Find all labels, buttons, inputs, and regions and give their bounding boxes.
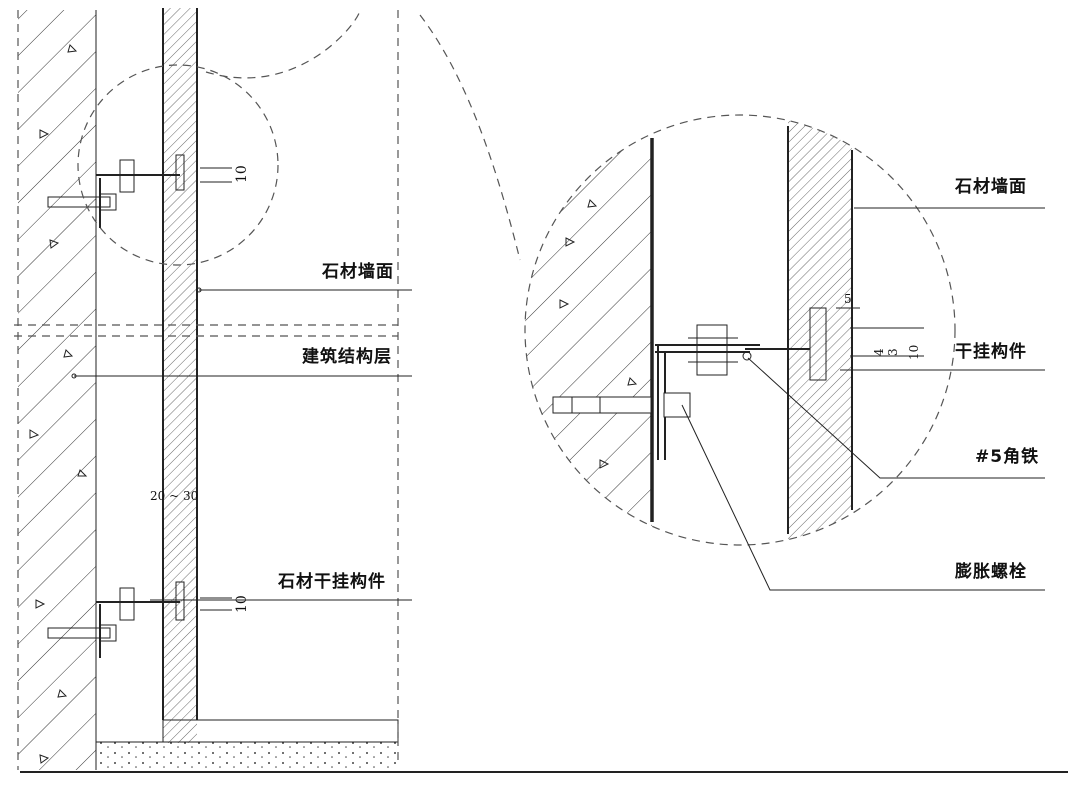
dim-upper-gap: 10 — [234, 165, 250, 183]
label-hanger: 干挂构件 — [955, 341, 1027, 362]
left-section: 10 10 20 ~ 30 石材墙面 建筑结构层 石材干挂构件 — [14, 8, 1068, 773]
label-structure-layer: 建筑结构层 — [302, 346, 392, 367]
label-stone-face-left: 石材墙面 — [321, 261, 394, 282]
label-dry-hang-part: 石材干挂构件 — [277, 571, 386, 592]
zoom-circle — [524, 114, 956, 546]
zoom-section: 5 4 3 10 石材墙面 干挂构件 #5角铁 膨胀螺栓 — [524, 114, 1045, 591]
concrete-aggregate — [29, 44, 88, 764]
label-stone-face-zoom: 石材墙面 — [954, 176, 1027, 197]
dim-4: 4 — [872, 348, 886, 356]
label-anchor-bolt: 膨胀螺栓 — [955, 561, 1027, 582]
dim-lower-gap: 10 — [234, 595, 250, 613]
expansion-bolt — [552, 392, 691, 418]
ground-slab — [96, 742, 398, 772]
structure-wall — [18, 10, 96, 770]
dim-10: 10 — [907, 345, 921, 360]
dim-cavity: 20 ~ 30 — [150, 489, 198, 503]
dim-3: 3 — [886, 348, 900, 356]
upper-bracket — [47, 154, 185, 228]
lower-bracket — [47, 581, 185, 658]
hanger-plate — [742, 307, 827, 381]
label-angle-steel: #5角铁 — [975, 446, 1039, 467]
zoom-marker-circle — [77, 64, 279, 266]
dim-5: 5 — [844, 292, 852, 306]
